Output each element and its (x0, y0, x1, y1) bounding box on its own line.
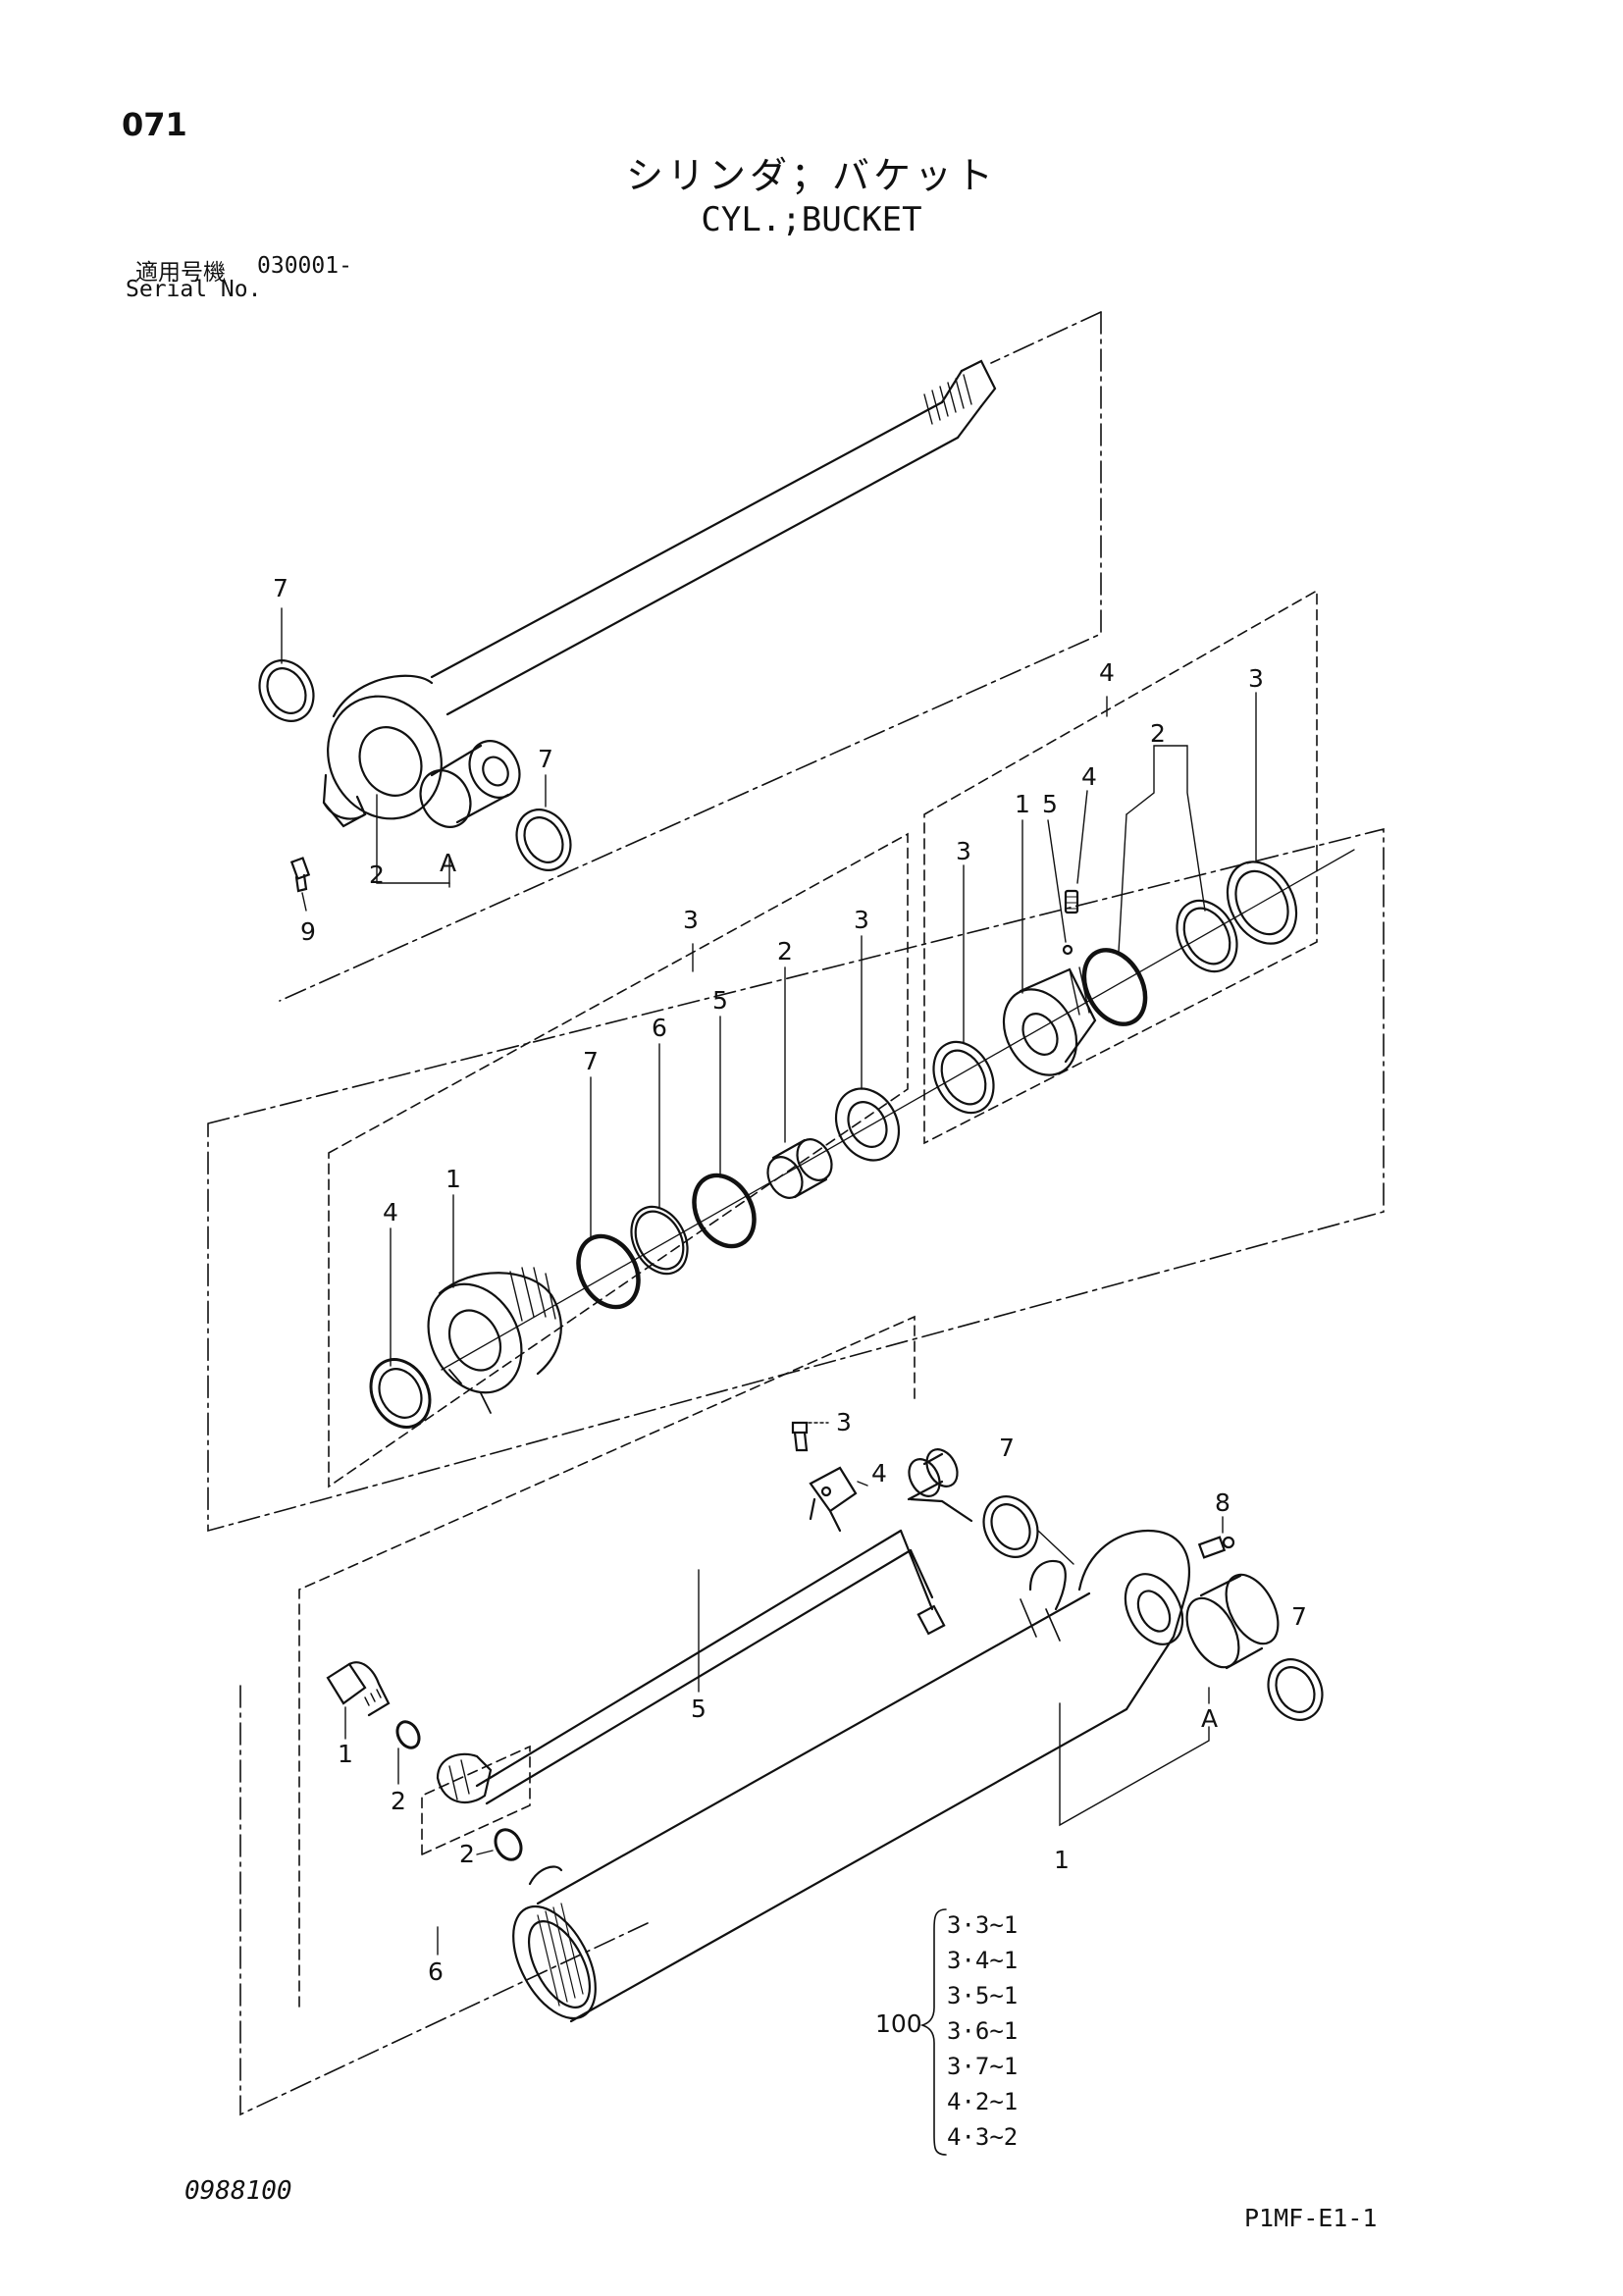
piston-kit (923, 589, 1318, 1145)
reference-kit-item: 4·2~1 (947, 2088, 1019, 2115)
callout-bolt: 3 (836, 1408, 852, 1436)
callout-labels: 7 7 2 A 9 3 1 4 7 6 5 2 3 4 1 5 4 2 3 3 … (273, 574, 1307, 1986)
callout-piston-wear-ring-left: 3 (956, 837, 971, 865)
document-code: 0988100 (184, 2176, 292, 2206)
piston-rod (430, 359, 997, 716)
callout-piston-kit: 4 (1099, 658, 1115, 687)
cylinder-head (427, 1267, 562, 1414)
pipe-group-outline (298, 1315, 916, 2008)
kit-outline (207, 827, 1385, 1533)
callout-tube-view-a: A (1201, 1704, 1218, 1733)
reference-kit-item: 4·3~2 (947, 2123, 1019, 2151)
callout-tube-seal-left: 7 (999, 1434, 1015, 1462)
page-number: 071 (122, 106, 187, 143)
callout-piston: 1 (1015, 790, 1030, 818)
reference-kit-item: 3·5~1 (947, 1982, 1019, 2009)
tube-group-outline (239, 1685, 649, 2116)
sheet-code: P1MF-E1-1 (1244, 2204, 1378, 2232)
piston (1002, 966, 1097, 1076)
callout-piston-set-screw: 4 (1081, 762, 1097, 791)
head-kit (328, 832, 1355, 1488)
cylinder-tube (512, 1592, 1128, 2023)
callout-tube-seal-right: 7 (1291, 1602, 1307, 1631)
tube-seal-right-icon (1267, 1658, 1324, 1721)
bolt-icon (791, 1421, 809, 1452)
serial-number-value: 030001- (257, 253, 352, 279)
callout-piston-nut: 5 (1042, 790, 1058, 818)
reference-kit-item: 3·7~1 (947, 2053, 1019, 2080)
callout-head-dust-seal: 4 (383, 1198, 398, 1226)
pipe (475, 1497, 973, 1805)
elbow-fitting (436, 1752, 493, 1803)
callout-piston-seal-ring: 2 (1150, 719, 1166, 748)
callout-head-rod-seal: 3 (854, 906, 869, 934)
callout-cylinder-tube: 1 (1054, 1846, 1070, 1874)
callout-piston-wear-ring-right: 3 (1248, 664, 1264, 693)
callout-rod-bushing-group: 2 (369, 861, 385, 889)
callout-head-o-ring: 6 (652, 1014, 667, 1042)
callout-clamp: 4 (871, 1459, 887, 1487)
bushing-a (419, 740, 521, 828)
rod-seal-left-icon (258, 659, 315, 722)
tube-bushing-a (1185, 1573, 1280, 1670)
check-valve (326, 1661, 391, 1717)
callout-tube-grease-fitting: 8 (1215, 1488, 1230, 1517)
serial-label-english: Serial No. (126, 277, 262, 302)
grease-fitting-icon (289, 857, 311, 893)
head-kit-outline (328, 832, 909, 1488)
callout-head-ring: 5 (712, 986, 728, 1015)
callout-rod-view-a: A (440, 849, 456, 877)
callout-head: 1 (445, 1165, 461, 1193)
reference-kit-item: 3·3~1 (947, 1911, 1019, 1939)
callout-head-backup-ring: 7 (583, 1047, 599, 1075)
callout-rod-seal-right: 7 (538, 745, 553, 773)
callout-rod-seal-left: 7 (273, 574, 288, 602)
callout-o-ring-lower: 2 (459, 1840, 475, 1868)
callout-head-kit: 3 (683, 906, 699, 934)
cylinder-tube-assembly (239, 1315, 1324, 2116)
reference-kit-item: 3·4~1 (947, 1947, 1019, 1974)
callout-pipe-group: 6 (428, 1957, 444, 1986)
callout-rod-grease-fitting: 9 (300, 917, 316, 946)
reference-kit-quantity: 100 (875, 2009, 922, 2038)
piston-kit-outline (923, 589, 1318, 1145)
tube-grease-fitting-icon (1197, 1536, 1235, 1559)
rod-seal-right-icon (515, 809, 572, 871)
reference-kit-item: 3·6~1 (947, 2017, 1019, 2045)
rod-group-outline (279, 311, 1102, 1002)
brace-icon (919, 1908, 947, 2156)
cylinder-bottom (1020, 1529, 1190, 1711)
clamp-icon (809, 1466, 858, 1533)
callout-o-ring-upper: 2 (391, 1787, 406, 1815)
serial-label-japanese: 適用号機 (135, 260, 226, 286)
rod-group-outline-top (990, 311, 1102, 364)
callout-pipe: 5 (691, 1695, 707, 1723)
rod-eye (322, 674, 443, 828)
title-english: CYL.;BUCKET (701, 200, 922, 239)
callout-check-valve: 1 (338, 1740, 353, 1768)
piston-rod-assembly (258, 311, 1102, 1002)
title-japanese: シリンダ；バケット (625, 154, 997, 197)
tube-seal-left-icon (982, 1495, 1039, 1558)
callout-head-bushing: 2 (777, 937, 793, 965)
